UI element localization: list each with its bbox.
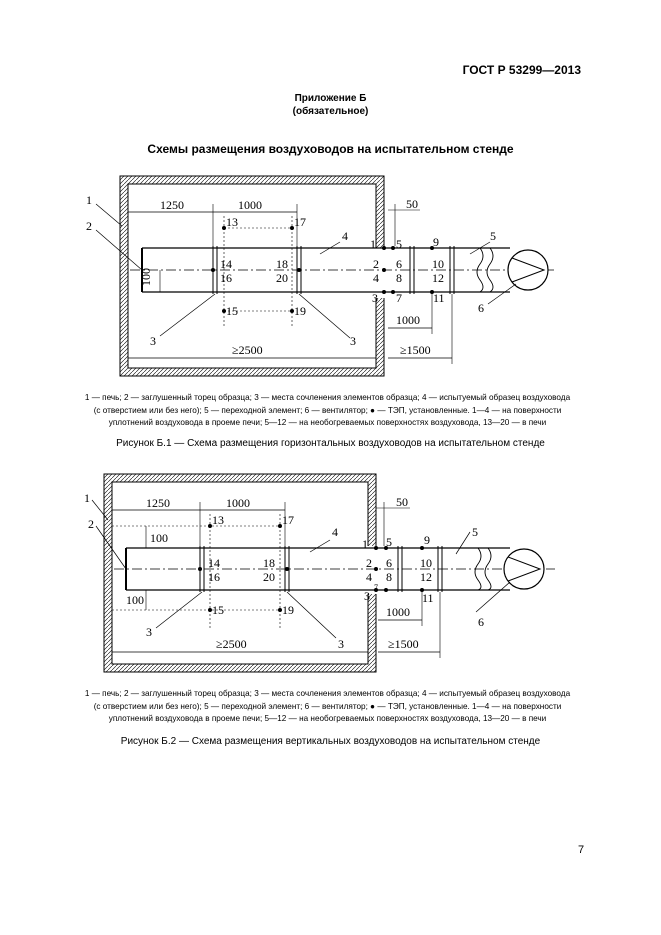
label-4: 4 (342, 229, 348, 243)
label-2: 2 (86, 219, 92, 233)
tep-17: 17 (282, 513, 294, 527)
label-3b: 3 (350, 334, 356, 348)
dim-100b: 100 (126, 593, 144, 607)
dim-1250: 1250 (160, 198, 184, 212)
figure-1-diagram: 1 2 3 3 4 5 6 1250 1000 50 100 ≥2500 100… (86, 175, 555, 377)
legend-line: уплотнений воздуховода в проеме печи; 5—… (108, 418, 547, 427)
legend-line: 1 — печь; 2 — заглушенный торец образца;… (84, 689, 571, 698)
figure-1-caption: Рисунок Б.1 — Схема размещения горизонта… (116, 438, 545, 449)
label-3a: 3 (150, 334, 156, 348)
section-title: Схемы размещения воздуховодов на испытат… (147, 142, 514, 156)
label-2: 2 (88, 517, 94, 531)
tep-12: 12 (432, 271, 444, 285)
tep-18: 18 (276, 257, 288, 271)
tep-4: 4 (366, 570, 372, 584)
tep-11: 11 (433, 291, 445, 305)
appendix-title: Приложение Б (294, 93, 367, 104)
tep-16: 16 (220, 271, 232, 285)
dim-1000: 1000 (226, 496, 250, 510)
dim-2500: ≥2500 (232, 343, 263, 357)
label-5: 5 (490, 229, 496, 243)
doc-code: ГОСТ Р 53299—2013 (462, 63, 581, 77)
dim-1000: 1000 (238, 198, 262, 212)
tep-7: 7 (396, 291, 402, 305)
tep-19: 19 (294, 304, 306, 318)
label-1: 1 (84, 491, 90, 505)
figure-2-caption: Рисунок Б.2 — Схема размещения вертикаль… (120, 736, 541, 747)
dim-50: 50 (406, 197, 418, 211)
tep-13: 13 (212, 513, 224, 527)
tep-20: 20 (263, 570, 275, 584)
tep-3: 3 (372, 291, 378, 305)
dim-1500: ≥1500 (388, 637, 419, 651)
legend-line: 1 — печь; 2 — заглушенный торец образца;… (84, 393, 571, 402)
tep-6: 6 (386, 556, 392, 570)
tep-5: 5 (396, 237, 402, 251)
dim-1500: ≥1500 (400, 343, 431, 357)
tep-9: 9 (433, 235, 439, 249)
tep-11: 11 (422, 591, 434, 605)
tep-6: 6 (396, 257, 402, 271)
tep-2: 2 (366, 556, 372, 570)
dim-50: 50 (396, 495, 408, 509)
label-1: 1 (86, 193, 92, 207)
dim-1250: 1250 (146, 496, 170, 510)
label-3b: 3 (338, 637, 344, 651)
legend-line: уплотнений воздуховода в проеме печи; 5—… (108, 714, 547, 723)
figure-1-legend: 1 — печь; 2 — заглушенный торец образца;… (40, 392, 615, 430)
tep-10: 10 (420, 556, 432, 570)
tep-15: 15 (212, 603, 224, 617)
tep-16: 16 (208, 570, 220, 584)
tep-14: 14 (220, 257, 232, 271)
tep-3: 3 (364, 589, 370, 603)
label-5: 5 (472, 525, 478, 539)
label-6: 6 (478, 615, 484, 629)
dim-2500: ≥2500 (216, 637, 247, 651)
tep-10: 10 (432, 257, 444, 271)
dim-100a: 100 (150, 531, 168, 545)
dim-1000b: 1000 (386, 605, 410, 619)
label-6: 6 (478, 301, 484, 315)
tep-12: 12 (420, 570, 432, 584)
tep-17: 17 (294, 215, 306, 229)
tep-2: 2 (373, 257, 379, 271)
tep-13: 13 (226, 215, 238, 229)
tep-15: 15 (226, 304, 238, 318)
dim-1000b: 1000 (396, 313, 420, 327)
tep-7: 7 (374, 583, 378, 592)
appendix-status: (обязательное) (292, 106, 369, 117)
tep-18: 18 (263, 556, 275, 570)
tep-8: 8 (386, 570, 392, 584)
tep-1: 1 (370, 237, 376, 251)
tep-9: 9 (424, 533, 430, 547)
tep-4: 4 (373, 271, 379, 285)
legend-line: (с отверстием или без него); 5 — переход… (93, 405, 562, 415)
tep-19: 19 (282, 603, 294, 617)
figure-2-legend: 1 — печь; 2 — заглушенный торец образца;… (40, 688, 615, 726)
tep-8: 8 (396, 271, 402, 285)
figure-2-diagram: 1 2 3 3 4 5 6 1250 1000 50 100 100 ≥2500… (84, 473, 555, 673)
tep-1: 1 (362, 537, 368, 551)
tep-5: 5 (386, 535, 392, 549)
tep-14: 14 (208, 556, 220, 570)
dim-100: 100 (139, 268, 153, 286)
legend-line: (с отверстием или без него); 5 — переход… (93, 701, 562, 711)
label-3a: 3 (146, 625, 152, 639)
tep-20: 20 (276, 271, 288, 285)
page-number: 7 (578, 844, 585, 856)
label-4: 4 (332, 525, 338, 539)
